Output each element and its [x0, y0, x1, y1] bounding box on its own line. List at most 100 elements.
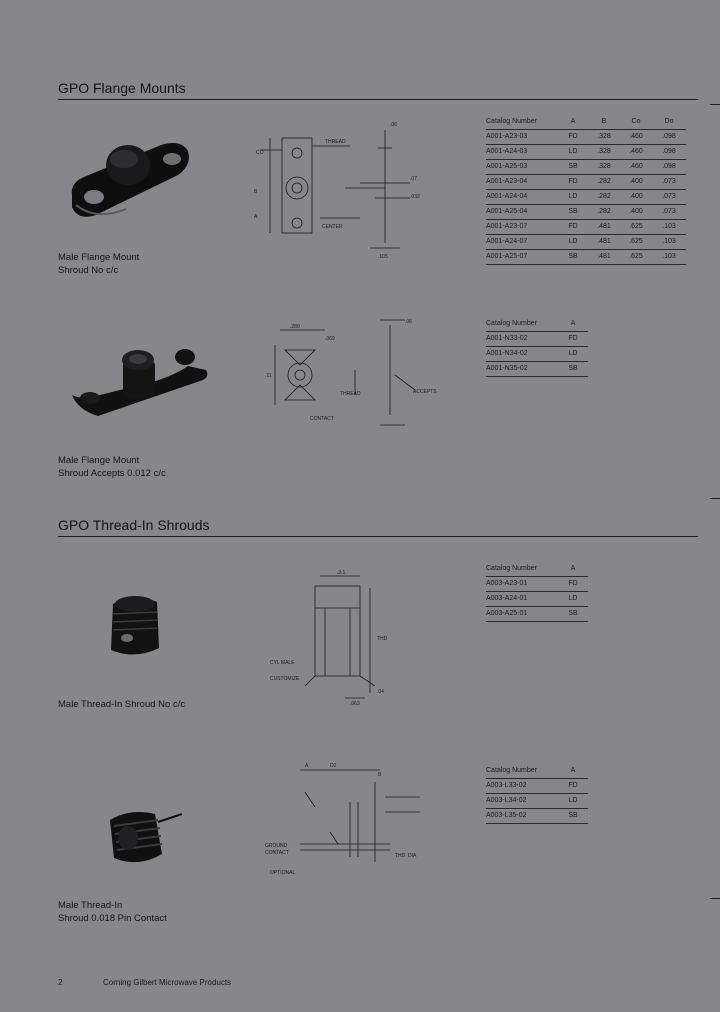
section-title-flange-mounts: GPO Flange Mounts	[58, 80, 186, 96]
cell: A001-A24-07	[486, 234, 558, 250]
footer-text: Corning Gilbert Microwave Products	[103, 978, 232, 987]
cell: .073	[652, 189, 686, 205]
svg-text:CYL MALE: CYL MALE	[270, 660, 295, 666]
table-header-row: Catalog Number A	[486, 317, 588, 332]
cell: A001-N33-02	[486, 331, 558, 347]
caption-line: Shroud No c/c	[58, 264, 119, 276]
col-co: Co	[620, 115, 652, 130]
product-caption-3: Male Thread-In Shroud No c/c	[58, 699, 185, 712]
svg-text:.063: .063	[350, 701, 360, 707]
cell: .625	[620, 234, 652, 250]
cell: A001-A25-04	[486, 204, 558, 220]
cell: .073	[652, 204, 686, 220]
col-catalog-number: Catalog Number	[486, 562, 558, 577]
cell: .282	[588, 204, 620, 220]
flange-mount-accepts-photo	[72, 349, 208, 416]
caption-line: Male Flange Mount	[58, 455, 140, 466]
edge-mark	[710, 104, 720, 105]
thread-in-pin-photo	[110, 812, 183, 863]
product-caption-1: Male Flange Mount Shroud No c/c	[58, 252, 139, 277]
col-catalog-number: Catalog Number	[486, 764, 558, 779]
cell: SB	[558, 159, 588, 175]
cell: .098	[652, 144, 686, 160]
svg-text:.2.1: .2.1	[337, 570, 346, 576]
page-number: 2	[58, 978, 63, 987]
thread-in-shroud-photo	[111, 596, 159, 655]
flange-mount-photo	[71, 143, 189, 217]
svg-text:CUSTOMIZE: CUSTOMIZE	[270, 676, 300, 682]
flange-mount-accepts-drawing: .280 .069 .11 THREAD .06 ACCEPTS CONTACT	[265, 319, 437, 426]
svg-text:.06: .06	[390, 122, 397, 128]
cell: .481	[588, 249, 620, 265]
col-do: Do	[652, 115, 686, 130]
cell: LD	[558, 346, 588, 362]
cell: SB	[558, 361, 588, 377]
cell: .073	[652, 174, 686, 190]
thread-in-shroud-drawing: .2.1 THD CYL MALE CUSTOMIZE .04 .063	[270, 570, 388, 707]
section-title-thread-in-shrouds: GPO Thread-In Shrouds	[58, 517, 210, 533]
cell: LD	[558, 793, 588, 809]
svg-text:A: A	[254, 214, 258, 220]
edge-mark	[710, 498, 720, 499]
cell: .282	[588, 189, 620, 205]
cell: .481	[588, 234, 620, 250]
cell: A001-N35-02	[486, 361, 558, 377]
product-caption-2: Male Flange Mount Shroud Accepts 0.012 c…	[58, 455, 166, 480]
cell: LD	[558, 591, 588, 607]
cell: LD	[558, 234, 588, 250]
svg-text:GROUND: GROUND	[265, 843, 288, 849]
cell: FD	[558, 331, 588, 347]
cell: SB	[558, 808, 588, 824]
cell: A003-A24-01	[486, 591, 558, 607]
cell: .460	[620, 129, 652, 145]
cell: A001-A25-03	[486, 159, 558, 175]
svg-text:.069: .069	[325, 336, 335, 342]
cell: .400	[620, 174, 652, 190]
cell: .625	[620, 219, 652, 235]
svg-text:.280: .280	[290, 324, 300, 330]
cell: FD	[558, 778, 588, 794]
svg-text:A: A	[305, 763, 309, 769]
cell: A001-A24-03	[486, 144, 558, 160]
svg-text:THD. DIA: THD. DIA	[395, 853, 417, 859]
cell: FD	[558, 129, 588, 145]
svg-text:D2: D2	[330, 763, 337, 769]
caption-line: Shroud Accepts 0.012 c/c	[58, 467, 166, 479]
cell: A001-A25-07	[486, 249, 558, 265]
col-catalog-number: Catalog Number	[486, 115, 558, 130]
col-a: A	[558, 764, 588, 779]
table-header-row: Catalog Number A	[486, 562, 588, 577]
cell: LD	[558, 144, 588, 160]
flange-mount-drawing: CO B A THREAD .06 .07 .032 .105 CENTER	[254, 122, 420, 260]
cell: A003-A25-01	[486, 606, 558, 622]
cell: A003-L33-02	[486, 778, 558, 794]
svg-text:B: B	[378, 772, 382, 778]
svg-text:CENTER: CENTER	[322, 224, 343, 230]
section-rule	[58, 536, 698, 537]
cell: A003-A23-01	[486, 576, 558, 592]
col-a: A	[558, 115, 588, 130]
svg-text:.06: .06	[405, 319, 412, 325]
table-header-row: Catalog Number A B Co Do	[486, 115, 686, 130]
svg-text:.11: .11	[265, 373, 272, 379]
svg-text:THREAD: THREAD	[325, 139, 346, 145]
col-a: A	[558, 317, 588, 332]
cell: .282	[588, 174, 620, 190]
cell: A003-L35-02	[486, 808, 558, 824]
cell: .098	[652, 129, 686, 145]
svg-text:THD: THD	[377, 636, 388, 642]
cell: .098	[652, 159, 686, 175]
cell: FD	[558, 174, 588, 190]
caption-line: Male Flange Mount	[58, 252, 140, 263]
cell: .400	[620, 189, 652, 205]
edge-mark	[710, 898, 720, 899]
cell: A001-A23-07	[486, 219, 558, 235]
